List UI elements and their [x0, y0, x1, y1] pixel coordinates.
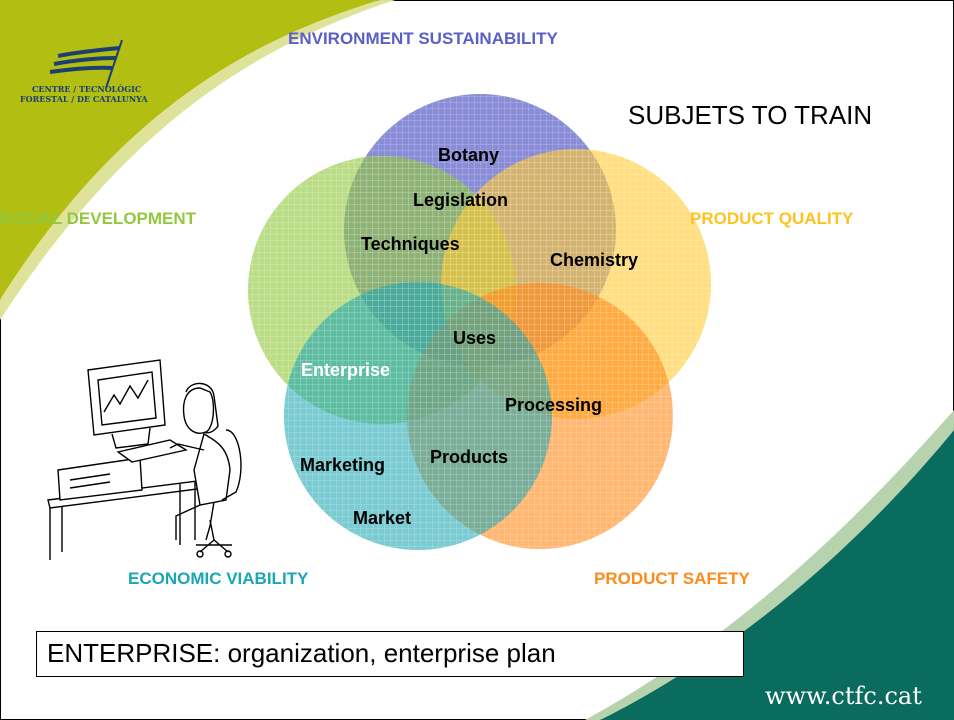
subject-botany: Botany	[438, 145, 500, 165]
pillar-social: SOCIAL DEVELOPMENT	[0, 209, 197, 228]
ctfc-logo: CENTRE / TECNOLÒGIC FORESTAL / DE CATALU…	[18, 38, 208, 110]
subject-uses: Uses	[453, 328, 497, 348]
person-at-computer-illustration	[47, 359, 242, 560]
corner-swoosh-bottom-right	[600, 430, 954, 720]
subject-marketing: Marketing	[300, 455, 386, 475]
subject-products: Products	[430, 447, 509, 467]
subject-legislation: Legislation	[413, 190, 509, 210]
subject-processing: Processing	[505, 395, 603, 415]
corner-swoosh-top-left	[0, 0, 380, 300]
pillar-safety: PRODUCT SAFETY	[594, 569, 750, 588]
subject-techniques: Techniques	[361, 234, 460, 254]
logo-mark-icon	[49, 39, 123, 89]
pillar-environment: ENVIRONMENT SUSTAINABILITY	[288, 29, 558, 48]
website-url: www.ctfc.cat	[765, 682, 922, 710]
logo-text-line2: FORESTAL / DE CATALUNYA	[20, 94, 148, 104]
pillar-quality: PRODUCT QUALITY	[690, 209, 854, 228]
slide-heading: SUBJETS TO TRAIN	[628, 100, 873, 130]
pillar-economic: ECONOMIC VIABILITY	[128, 569, 309, 588]
venn-diagram	[248, 94, 711, 550]
logo-text-line1: CENTRE / TECNOLÒGIC	[32, 84, 142, 94]
subject-chemistry: Chemistry	[550, 250, 639, 270]
footer-note-box: ENTERPRISE: organization, enterprise pla…	[36, 631, 744, 677]
footer-note: ENTERPRISE: organization, enterprise pla…	[47, 638, 556, 668]
subject-enterprise: Enterprise	[301, 360, 391, 380]
subject-market: Market	[353, 508, 412, 528]
